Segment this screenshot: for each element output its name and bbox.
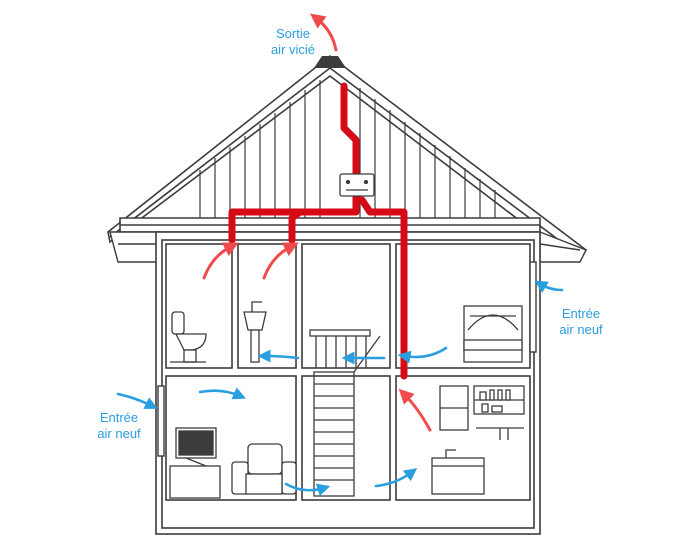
- label-exhaust-line1: Sortie: [276, 26, 310, 41]
- duct-wc: [228, 190, 360, 244]
- label-intake-left: Entrée air neuf: [84, 410, 154, 442]
- label-intake-right-line1: Entrée: [561, 306, 601, 321]
- eaves-left: [109, 231, 161, 263]
- roof-boards: [199, 80, 496, 218]
- duct-bathroom: [288, 208, 304, 244]
- label-exhaust-line2: air vicié: [270, 42, 316, 57]
- arrow-stair-to-kitchen: [374, 468, 418, 488]
- ventilation-unit: [339, 173, 375, 197]
- label-intake-right-line2: air neuf: [559, 322, 603, 337]
- exhaust-ducts: [228, 82, 408, 380]
- arrow-kitchen-up: [398, 388, 432, 432]
- fresh-air-arrows: [116, 280, 564, 497]
- wall-vent-left: [157, 385, 165, 457]
- room-stairwell-lower: [301, 375, 391, 501]
- arrow-exhaust-out: [310, 13, 338, 52]
- label-intake-left-line2: air neuf: [97, 426, 141, 441]
- bed-icon: [463, 305, 523, 363]
- arrow-intake-right: [534, 280, 564, 293]
- duct-kitchen: [358, 196, 408, 380]
- wall-vent-right: [529, 261, 537, 353]
- arrow-living-to-stair: [284, 482, 331, 497]
- tv-icon: [169, 427, 221, 499]
- arrow-intake-left: [116, 392, 158, 409]
- arrow-bath-up: [262, 242, 299, 280]
- arrow-living: [198, 387, 246, 400]
- arrow-to-bath: [257, 349, 300, 363]
- room-bathroom: [237, 243, 297, 369]
- roof-vent-cap: [314, 56, 346, 68]
- toilet-icon: [170, 311, 207, 363]
- label-intake-left-line1: Entrée: [99, 410, 139, 425]
- arrow-wc-up: [202, 242, 239, 280]
- label-exhaust: Sortie air vicié: [258, 26, 328, 58]
- label-intake-right: Entrée air neuf: [546, 306, 616, 338]
- sink-icon: [243, 301, 267, 363]
- armchair-icon: [231, 443, 297, 495]
- arrow-bed-to-stair: [397, 346, 448, 364]
- kitchen-icon: [431, 385, 525, 495]
- room-wc: [165, 243, 233, 369]
- duct-main-up: [340, 82, 360, 182]
- stale-air-arrows: [202, 13, 432, 432]
